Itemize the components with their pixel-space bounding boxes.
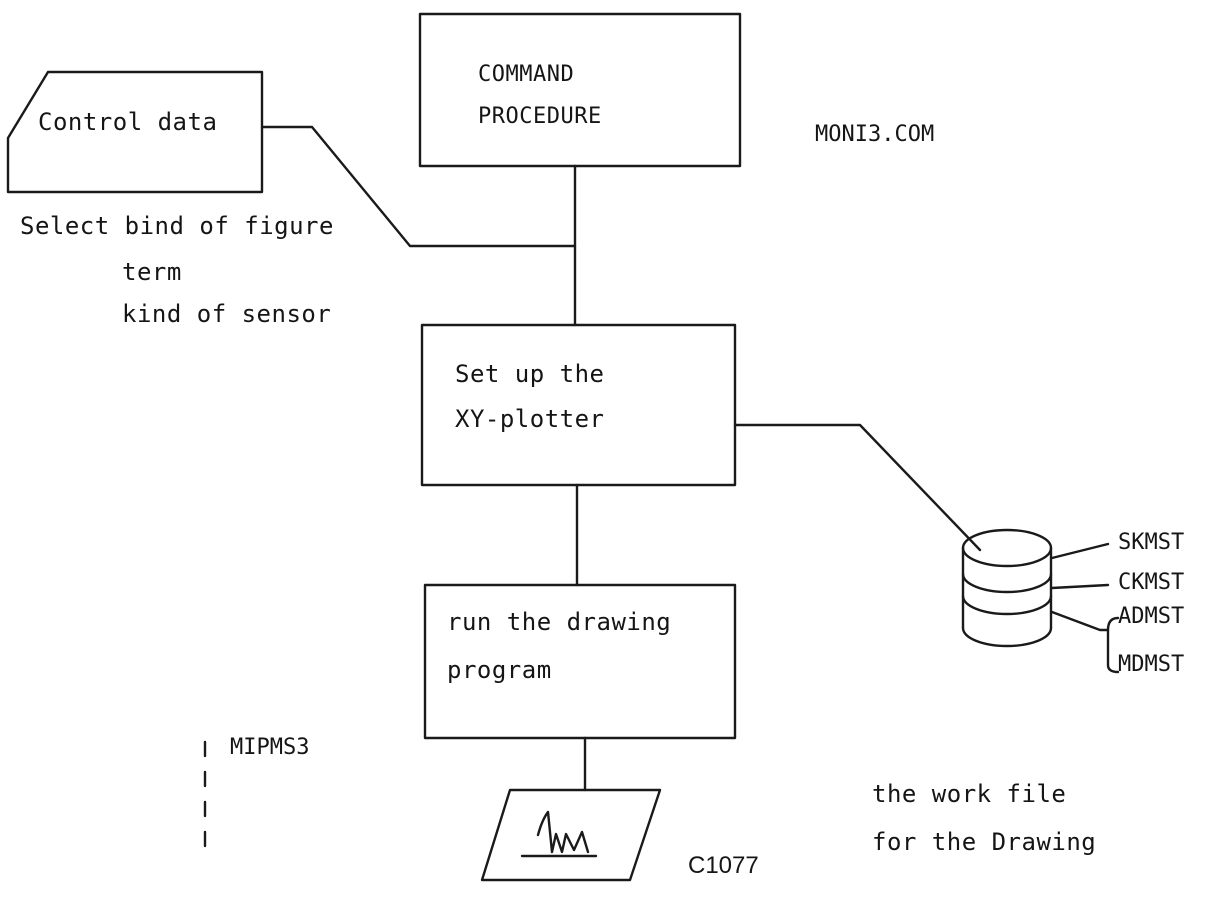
file-label-admst: ADMST [1118,604,1185,629]
run-program-box [423,583,737,740]
leader-skmst [1050,542,1110,560]
command-file-label: MONI3.COM [815,122,935,147]
work-file-label-line2: for the Drawing [872,828,1097,856]
connector-setup-to-workfile [733,423,982,552]
plot-output-sheet [480,788,662,882]
run-program-label-line1: run the drawing [447,608,672,636]
bracket-admst-mdmst [1106,616,1120,674]
file-label-ckmst: CKMST [1118,570,1185,595]
control-data-card [6,70,264,194]
plot-squiggle-icon [536,810,590,854]
setup-plotter-label-line1: Set up the [455,360,605,388]
command-procedure-label-line2: PROCEDURE [478,104,602,129]
figure-id-label: C1077 [688,852,759,879]
work-file-drum-icon [961,528,1053,648]
file-label-skmst: SKMST [1118,530,1185,555]
leader-admst-mdmst [1050,610,1110,632]
program-name-label: MIPMS3 [230,735,310,760]
control-note-2: term [122,258,182,286]
control-data-label: Control data [38,108,218,136]
work-file-label-line1: the work file [872,780,1067,808]
control-note-3: kind of sensor [122,300,332,328]
setup-plotter-label-line2: XY-plotter [455,405,605,433]
command-procedure-box [418,12,742,168]
control-note-1: Select bind of figure [20,212,334,240]
leader-ckmst [1050,583,1110,590]
command-procedure-label-line1: COMMAND [478,62,575,87]
setup-plotter-box [420,323,737,487]
connector-control-data [260,125,577,248]
file-label-mdmst: MDMST [1118,652,1185,677]
run-program-label-line2: program [447,656,552,684]
